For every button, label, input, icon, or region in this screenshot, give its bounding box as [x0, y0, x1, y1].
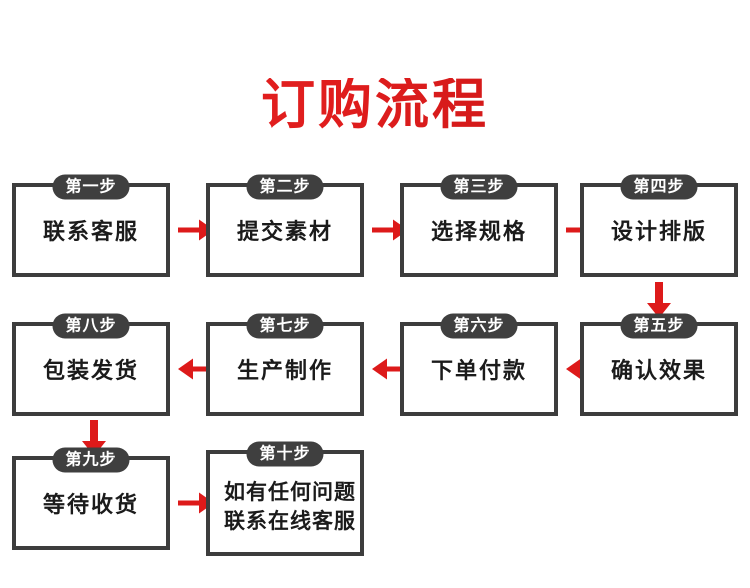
step-text-10: 如有任何问题 联系在线客服 — [224, 480, 356, 533]
arrow-step8-to-step9 — [80, 418, 108, 458]
page-title: 订购流程 — [0, 78, 750, 132]
step-badge-4: 第四步 — [620, 174, 698, 200]
step-badge-5: 第五步 — [620, 313, 698, 339]
step-box-4[interactable]: 第四步 设计排版 — [580, 174, 738, 277]
step-box-9[interactable]: 第九步 等待收货 — [12, 447, 170, 550]
step-text-3: 选择规格 — [430, 219, 527, 245]
step-text-2: 提交素材 — [236, 219, 333, 245]
step-box-10[interactable]: 第十步 如有任何问题 联系在线客服 — [206, 441, 364, 556]
arrow-step2-to-step3 — [370, 216, 410, 244]
step-text-5: 确认效果 — [610, 358, 707, 384]
arrow-step7-to-step8 — [176, 355, 216, 383]
arrow-step9-to-step10 — [176, 489, 216, 517]
step-box-1[interactable]: 第一步 联系客服 — [12, 174, 170, 277]
step-box-2[interactable]: 第二步 提交素材 — [206, 174, 364, 277]
step-text-4: 设计排版 — [610, 219, 707, 245]
step-badge-6: 第六步 — [440, 313, 518, 339]
step-badge-7: 第七步 — [246, 313, 324, 339]
step-badge-8: 第八步 — [52, 313, 130, 339]
step-box-6[interactable]: 第六步 下单付款 — [400, 313, 558, 416]
step-box-7[interactable]: 第七步 生产制作 — [206, 313, 364, 416]
step-box-3[interactable]: 第三步 选择规格 — [400, 174, 558, 277]
step-box-5[interactable]: 第五步 确认效果 — [580, 313, 738, 416]
step-badge-2: 第二步 — [246, 174, 324, 200]
step-badge-1: 第一步 — [52, 174, 130, 200]
step-box-8[interactable]: 第八步 包装发货 — [12, 313, 170, 416]
arrow-step6-to-step7 — [370, 355, 410, 383]
step-text-7: 生产制作 — [236, 358, 333, 384]
arrow-step1-to-step2 — [176, 216, 216, 244]
step-text-6: 下单付款 — [430, 358, 527, 384]
step-badge-9: 第九步 — [52, 447, 130, 473]
arrow-step4-to-step5 — [645, 280, 673, 320]
step-text-1: 联系客服 — [42, 219, 139, 245]
step-badge-3: 第三步 — [440, 174, 518, 200]
step-text-9: 等待收货 — [42, 492, 139, 518]
step-badge-10: 第十步 — [246, 441, 324, 467]
step-text-8: 包装发货 — [42, 358, 139, 384]
